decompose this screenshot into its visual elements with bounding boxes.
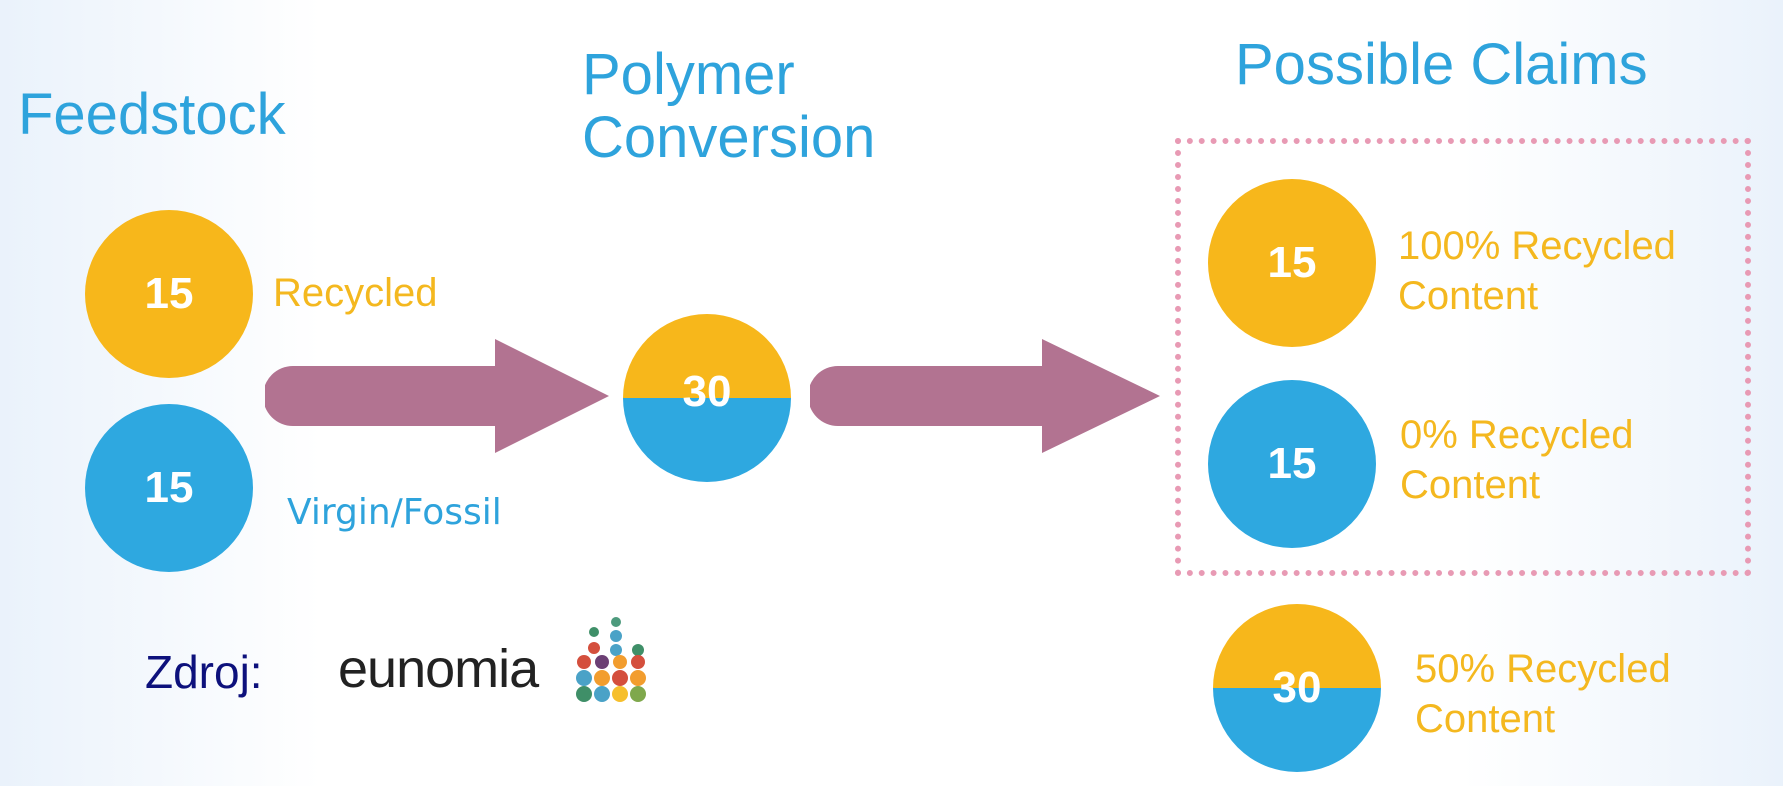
claim-0-value: 15	[1267, 439, 1317, 488]
source-label: Zdroj:	[145, 646, 263, 698]
conversion-value: 30	[682, 367, 732, 416]
eunomia-dots-icon	[576, 617, 646, 702]
claim-100-label: 100% Recycled Content	[1398, 224, 1676, 318]
conversion-circle: 30	[623, 314, 791, 482]
virgin-feedstock-value: 15	[144, 463, 194, 512]
claims-dotted-box	[1175, 138, 1751, 576]
recycled-feedstock-label: Recycled	[273, 271, 438, 315]
feedstock-heading: Feedstock	[18, 82, 286, 147]
possible-claims-heading: Possible Claims	[1235, 32, 1648, 97]
arrow-feedstock-to-conversion	[265, 339, 609, 453]
polymer-conversion-heading: Polymer Conversion	[582, 42, 876, 170]
eunomia-logo-text: eunomia	[338, 639, 539, 699]
recycled-feedstock-circle: 15	[85, 210, 253, 378]
claim-50-circle: 30	[1213, 604, 1381, 772]
arrow-conversion-to-claims	[810, 339, 1160, 453]
eunomia-logo: eunomia	[338, 614, 658, 704]
virgin-feedstock-label: Virgin/Fossil	[287, 492, 502, 533]
claim-0-circle: 15	[1208, 380, 1376, 548]
claim-100-circle: 15	[1208, 179, 1376, 347]
claim-0-label: 0% Recycled Content	[1400, 413, 1634, 507]
recycled-feedstock-value: 15	[144, 269, 194, 318]
claim-50-label: 50% Recycled Content	[1415, 647, 1671, 741]
virgin-feedstock-circle: 15	[85, 404, 253, 572]
claim-50-value: 30	[1272, 663, 1322, 712]
claim-100-value: 15	[1267, 238, 1317, 287]
